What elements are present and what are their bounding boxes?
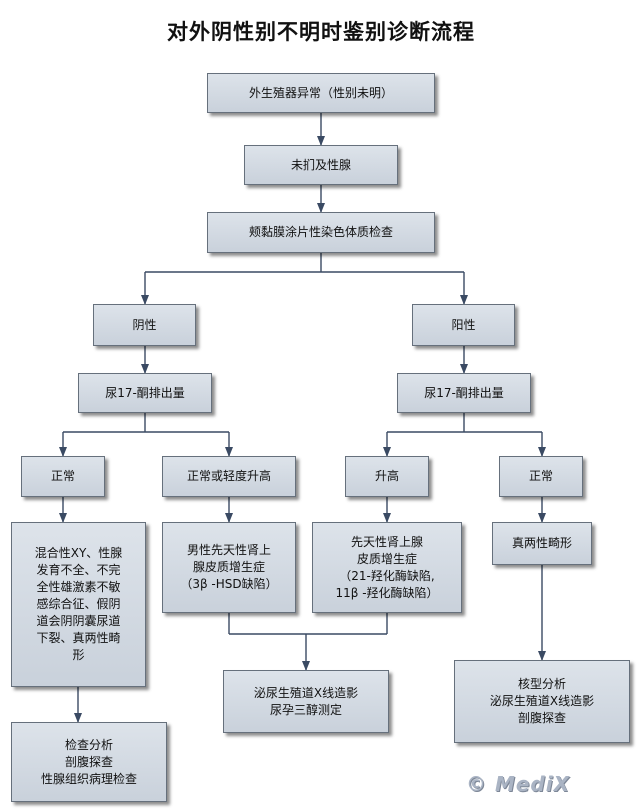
node-high: 升高 <box>345 456 429 497</box>
node-normal-left: 正常 <box>21 456 105 497</box>
node-ambiguous-genitalia: 外生殖器异常（性别未明） <box>207 73 435 113</box>
node-exam-analysis-left: 检查分析 剖腹探查 性腺组织病理检查 <box>11 722 167 802</box>
node-urogenital-xray: 泌尿生殖道X线造影 尿孕三醇测定 <box>223 670 389 733</box>
node-male-cah: 男性先天性肾上 腺皮质增生症 （3β -HSD缺陷） <box>162 522 296 613</box>
node-17ks-left: 尿17-酮排出量 <box>78 373 212 413</box>
node-normal-right: 正常 <box>499 456 583 497</box>
node-normal-or-mild-high: 正常或轻度升高 <box>162 456 296 497</box>
page-title: 对外阴性别不明时鉴别诊断流程 <box>167 19 475 44</box>
node-female-cah: 先天性肾上腺 皮质增生症 （21-羟化酶缺陷, 11β -羟化酶缺陷） <box>312 522 462 613</box>
medix-watermark: © MediX <box>466 772 571 796</box>
node-mixed-diagnoses: 混合性XY、性腺 发育不全、不完 全性雄激素不敏 感综合征、假阴 道会阴阴囊尿道… <box>11 522 146 687</box>
node-karyotype-analysis: 核型分析 泌尿生殖道X线造影 剖腹探查 <box>454 660 630 743</box>
node-17ks-right: 尿17-酮排出量 <box>397 373 531 413</box>
node-true-hermaphroditism: 真两性畸形 <box>492 522 592 565</box>
node-buccal-smear: 颊黏膜涂片性染色体质检查 <box>207 212 435 253</box>
node-positive: 阳性 <box>412 304 515 346</box>
node-no-palpable-gonad: 未扪及性腺 <box>244 145 398 185</box>
node-negative: 阴性 <box>93 304 196 346</box>
